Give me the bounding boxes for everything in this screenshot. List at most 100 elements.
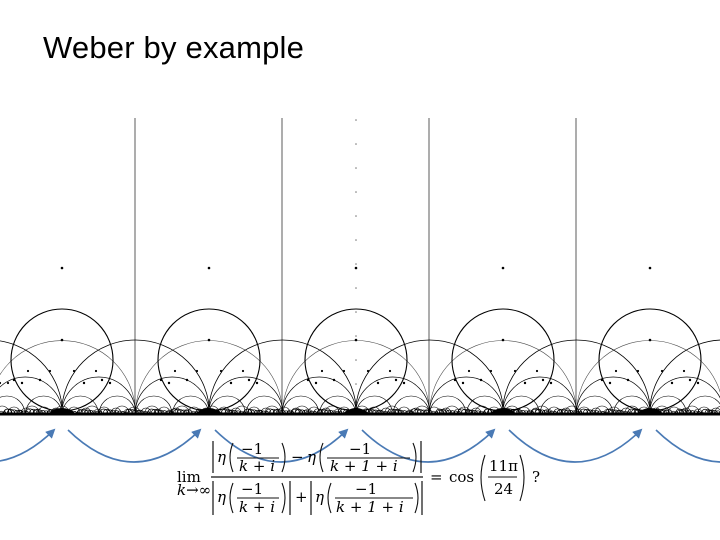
band-arc-fine	[231, 410, 238, 414]
arc	[25, 395, 62, 415]
arc	[62, 395, 99, 415]
band-arc-fine	[313, 408, 323, 414]
band-arc-fine	[675, 408, 684, 414]
dot	[366, 369, 370, 373]
band-arc-fine	[224, 409, 233, 414]
dot	[682, 369, 686, 373]
band-arc-fine	[708, 409, 715, 414]
dot	[648, 338, 652, 342]
dot	[100, 378, 104, 382]
band-arc-fine	[560, 409, 569, 414]
translation-arrow	[67, 428, 202, 463]
dot	[461, 381, 465, 385]
arc	[392, 395, 430, 415]
dot	[660, 369, 664, 373]
band-arc-fine	[579, 408, 588, 414]
dot	[26, 369, 30, 373]
band-arc-fine	[519, 410, 526, 414]
axis-tick	[355, 167, 357, 169]
band-arc-fine	[87, 410, 94, 414]
dot	[20, 381, 24, 385]
band-arc-fine	[553, 408, 563, 414]
band-arc	[607, 406, 621, 414]
eta-num-1: η	[217, 448, 226, 466]
arc	[355, 376, 431, 415]
arc	[429, 395, 467, 415]
band-arc-fine	[663, 410, 670, 414]
band-arc-fine	[531, 408, 540, 414]
arc	[428, 376, 504, 415]
band-arc-fine	[711, 410, 718, 414]
dot	[185, 378, 189, 382]
band-arc-fine	[132, 409, 139, 414]
equals-sign: =	[430, 468, 443, 486]
band-arc-fine	[471, 410, 478, 414]
band-arc-fine	[586, 409, 594, 414]
arc	[0, 340, 63, 415]
arc	[209, 395, 246, 415]
band-arc-fine	[608, 409, 617, 414]
paren-num-1-close	[281, 442, 286, 473]
band-arc-fine	[128, 409, 137, 414]
band-arc	[166, 409, 174, 414]
band-arc-fine	[483, 408, 492, 414]
band-arc-fine	[228, 409, 235, 414]
band-arc-fine	[457, 408, 467, 414]
dot	[376, 381, 380, 385]
arc	[576, 395, 614, 415]
arc	[502, 376, 578, 415]
dot	[648, 266, 652, 270]
paren-num-1-open	[229, 442, 234, 473]
arc	[208, 339, 357, 415]
paren-den-2-open	[327, 482, 332, 514]
arc	[134, 376, 210, 415]
band-arc	[303, 408, 313, 414]
band-arc-fine	[567, 410, 574, 414]
big-circle	[451, 308, 555, 412]
translation-arrow	[655, 429, 720, 463]
arc	[98, 395, 136, 415]
lim-subscript: k→∞	[177, 481, 211, 499]
dot	[207, 266, 211, 270]
dot	[195, 369, 199, 373]
dot	[159, 378, 163, 382]
dot	[696, 381, 700, 385]
band-arc-fine	[106, 409, 114, 414]
band-arc-fine	[135, 410, 142, 414]
dot	[332, 378, 336, 382]
axis-tick	[355, 239, 357, 241]
dot	[388, 369, 392, 373]
den-1-top: −1	[241, 480, 263, 498]
orbit-points	[0, 266, 700, 385]
dot	[229, 381, 233, 385]
dot	[467, 369, 471, 373]
band-arc-fine	[176, 409, 185, 414]
band-arc-fine	[279, 410, 286, 414]
arc	[355, 339, 504, 415]
dot	[255, 381, 259, 385]
translation-arrow	[214, 428, 349, 463]
dot	[207, 338, 211, 342]
axis-tick	[355, 335, 357, 337]
band-arc	[543, 408, 553, 414]
band-arc-fine	[250, 409, 258, 414]
band-arc-fine	[158, 409, 165, 414]
translation-arrow	[508, 428, 643, 463]
num-1-den: k + i	[239, 457, 275, 475]
band-arc-fine	[272, 409, 281, 414]
dot	[513, 369, 517, 373]
dot	[60, 266, 64, 270]
slide-title: Weber by example	[43, 30, 305, 65]
rhs-denominator: 24	[494, 480, 513, 498]
band-arc-fine	[183, 410, 190, 414]
dot	[48, 369, 52, 373]
band-arc-fine	[99, 408, 108, 414]
band-arc-fine	[32, 409, 41, 414]
dot	[626, 378, 630, 382]
band-arc-fine	[154, 409, 162, 414]
band-arc-fine	[80, 409, 89, 414]
band-arc-fine	[36, 409, 43, 414]
band-arc-fine	[615, 410, 622, 414]
dot	[314, 381, 318, 385]
band-arc-fine	[327, 410, 334, 414]
